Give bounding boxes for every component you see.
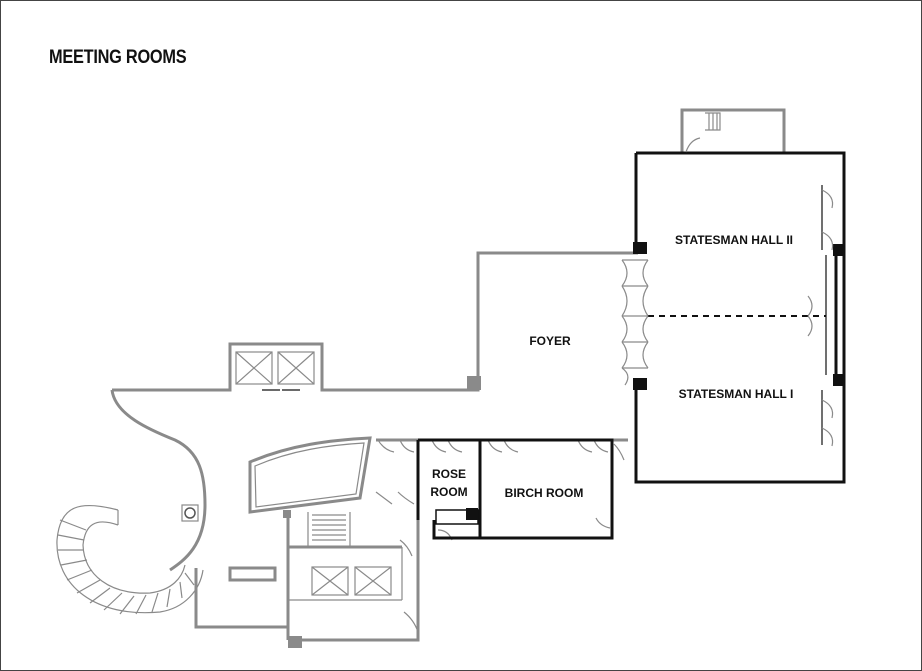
statesman-hall-block[interactable] — [633, 151, 846, 484]
stair-icon — [312, 112, 721, 541]
building-walls — [110, 108, 786, 642]
spiral-stair-icon — [56, 504, 204, 615]
elevator-pair-top — [235, 351, 315, 391]
statesman-hall-1-label: STATESMAN HALL I — [679, 387, 794, 401]
statesman-hall-2-label: STATESMAN HALL II — [675, 233, 793, 247]
elevator-pair-bottom — [311, 566, 392, 596]
page-title: MEETING ROOMS — [49, 47, 187, 68]
column-icon — [181, 376, 481, 648]
service-wedge — [248, 436, 372, 514]
rose-room-label-line1: ROSE — [432, 467, 466, 481]
birch-room-label: BIRCH ROOM — [505, 486, 584, 500]
foyer-label: FOYER — [529, 334, 571, 348]
rose-room-label-line2: ROOM — [430, 485, 467, 499]
birch-room[interactable] — [480, 438, 614, 540]
door-swing-icon — [375, 137, 834, 633]
